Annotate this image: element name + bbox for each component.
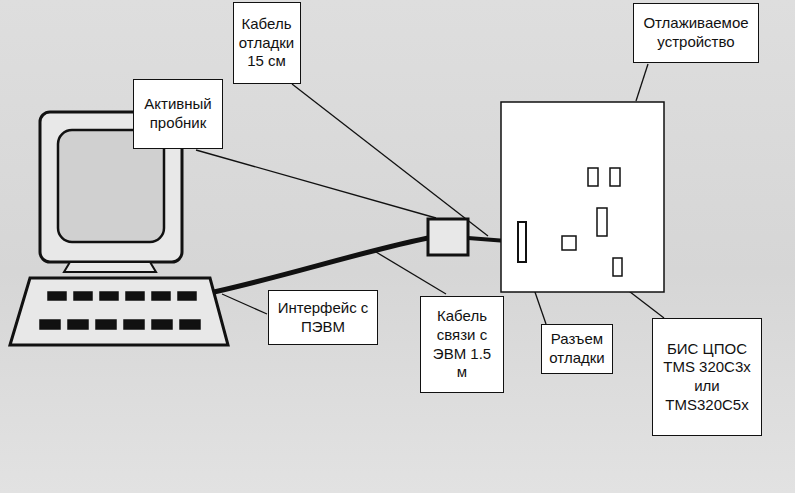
callout-text: Кабель отладки 15 см (239, 15, 295, 71)
host-cable (214, 238, 428, 292)
callout-text: Активный пробник (139, 95, 217, 133)
callout-box: Разъем отладки (541, 324, 613, 374)
callout-text: Разъем отладки (547, 330, 607, 368)
callout-box: Кабель связи с ЭВМ 1.5 м (420, 296, 504, 393)
callout-box: БИС ЦПОС TMS 320C3x или TMS320C5x (652, 318, 762, 436)
callout-text: БИС ЦПОС TMS 320C3x или TMS320C5x (658, 340, 756, 415)
callout-text: Отлаживаемое устройство (639, 14, 753, 52)
callout-box: Интерфейс с ПЭВМ (268, 290, 378, 345)
callout-box: Активный пробник (133, 79, 223, 149)
callout-text: Интерфейс с ПЭВМ (274, 299, 372, 337)
target-device (501, 102, 664, 292)
active-probe (428, 219, 468, 255)
callout-box: Отлаживаемое устройство (633, 3, 759, 63)
callout-box: Кабель отладки 15 см (233, 2, 301, 84)
callout-text: Кабель связи с ЭВМ 1.5 м (426, 307, 498, 382)
leader-lines (196, 64, 664, 324)
